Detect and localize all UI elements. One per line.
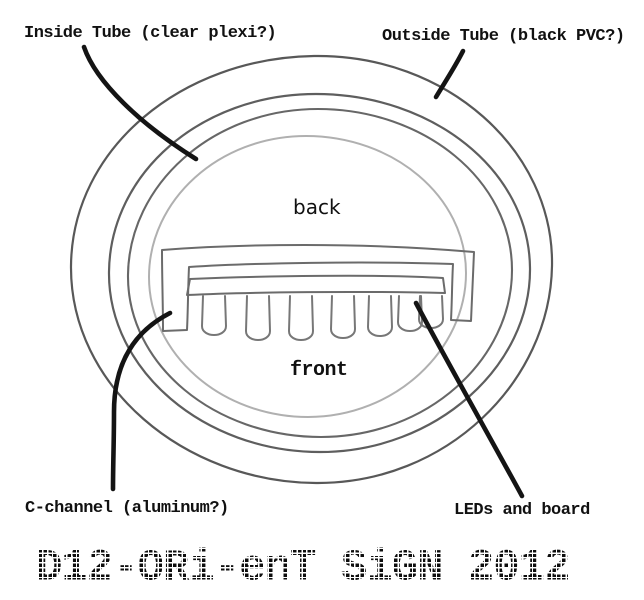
- led-shape: [329, 295, 357, 339]
- outside-tube-leader-line: [433, 48, 466, 100]
- c-channel-shape: [161, 244, 475, 332]
- c-channel-leader-line: [110, 310, 173, 492]
- leds-leader-line: [413, 300, 525, 499]
- inside-tube-inner-ring: [147, 134, 468, 419]
- led-shape: [244, 295, 272, 341]
- back-label: back: [293, 195, 341, 219]
- led-shape: [200, 295, 228, 336]
- led-shape: [287, 295, 315, 341]
- inside-tube-leader-line: [81, 44, 199, 162]
- sign-title: D12-ORi-enT SiGN 2012: [34, 543, 610, 595]
- led-board-shape: [186, 274, 446, 296]
- led-row: [200, 295, 445, 341]
- led-shape: [366, 295, 394, 337]
- outside-tube-outer-ring: [69, 54, 554, 485]
- front-label: front: [290, 359, 348, 382]
- inside-tube-outer-ring: [126, 107, 514, 439]
- c-channel-label: C-channel (aluminum?): [25, 499, 229, 518]
- leds-board-label: LEDs and board: [454, 501, 590, 520]
- outside-tube-inner-ring: [107, 92, 532, 454]
- outside-tube-label: Outside Tube (black PVC?): [382, 27, 625, 46]
- led-shape: [396, 295, 424, 332]
- inside-tube-label: Inside Tube (clear plexi?): [24, 24, 277, 43]
